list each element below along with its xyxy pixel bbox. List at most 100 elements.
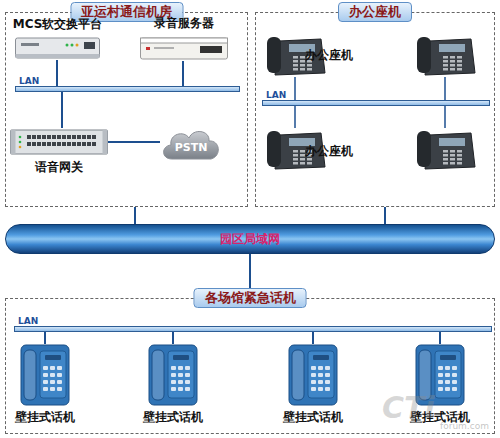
phone-key [443, 56, 448, 59]
svg-rect-part [445, 366, 450, 370]
phone-key [300, 154, 305, 157]
svg-rect-part [146, 47, 150, 50]
svg-rect-part [445, 380, 450, 384]
svg-rect-part [72, 135, 76, 139]
desk-phone [417, 131, 475, 169]
phone-key [307, 158, 312, 161]
svg-rect-part [42, 135, 46, 139]
phone-key [307, 68, 312, 71]
svg-rect-part [50, 387, 55, 391]
phone-body [425, 39, 475, 75]
svg-path-part [164, 132, 219, 159]
svg-rect-part [57, 135, 61, 139]
svg-rect-part [37, 135, 41, 139]
svg-circle-part [66, 44, 69, 47]
svg-rect-part [438, 380, 443, 384]
group-box: 办公座机LAN [255, 12, 495, 207]
svg-rect-part [24, 350, 36, 400]
svg-rect-part [438, 366, 443, 370]
svg-rect-part [27, 142, 31, 146]
network-link [44, 332, 46, 344]
svg-rect-part [92, 135, 96, 139]
svg-rect-part [325, 380, 330, 384]
group-box: 亚运村通信机房MCS软交换平台录音服务器LAN语音网关PSTN [5, 12, 248, 207]
svg-rect-part [173, 355, 189, 360]
svg-rect-part [171, 366, 176, 370]
shape-art [15, 36, 100, 60]
svg-rect-part [16, 54, 100, 58]
svg-circle-part [19, 141, 22, 144]
lan-label: LAN [19, 76, 39, 86]
svg-svg-part [20, 344, 70, 406]
phone-body [425, 133, 475, 169]
phone-key [450, 162, 455, 165]
svg-rect-part [42, 142, 46, 146]
svg-rect-part [311, 380, 316, 384]
svg-rect-part [438, 373, 443, 377]
device-label: 录音服务器 [154, 15, 214, 32]
shape-art [288, 344, 338, 406]
svg-rect-part [77, 135, 81, 139]
svg-rect-part [50, 380, 55, 384]
svg-rect-part [200, 46, 222, 53]
svg-rect-part [185, 373, 190, 377]
svg-rect-part [171, 387, 176, 391]
phone-handset [267, 37, 281, 73]
svg-rect-part [452, 387, 457, 391]
svg-circle-part [76, 44, 79, 47]
campus-network-pipe: 园区局域网 [5, 224, 495, 254]
svg-rect-part [452, 380, 457, 384]
phone-key [300, 68, 305, 71]
svg-rect-part [37, 142, 41, 146]
svg-rect-part [92, 142, 96, 146]
phone-key [307, 162, 312, 165]
phone-key [300, 162, 305, 165]
svg-svg-part [10, 128, 108, 156]
svg-rect-part [72, 142, 76, 146]
svg-rect-part [57, 380, 62, 384]
svg-circle-part [19, 136, 22, 139]
shape-label: 园区局域网 [220, 231, 280, 248]
svg-rect-part [11, 130, 108, 154]
svg-rect-part [141, 38, 228, 59]
phone-key [457, 68, 462, 71]
svg-rect-part [445, 373, 450, 377]
device-box: 录音服务器 [140, 35, 228, 61]
phone-key [300, 150, 305, 153]
svg-rect-part [47, 142, 51, 146]
svg-rect-part [87, 142, 91, 146]
svg-svg-part [148, 344, 198, 406]
phone-key [457, 154, 462, 157]
svg-rect-part [57, 373, 62, 377]
svg-rect-part [67, 135, 71, 139]
lan-bus: LAN [15, 86, 240, 92]
svg-rect-part [313, 355, 329, 360]
phone-key [450, 150, 455, 153]
network-link [56, 60, 58, 86]
phone-key [293, 154, 298, 157]
phone-key [307, 64, 312, 67]
svg-rect-part [178, 387, 183, 391]
phone-key [300, 158, 305, 161]
phone-handset [417, 37, 431, 73]
svg-rect-part [47, 135, 51, 139]
svg-rect-part [154, 47, 174, 49]
svg-rect-part [325, 387, 330, 391]
svg-rect-part [57, 366, 62, 370]
phone-key [443, 150, 448, 153]
phone-key [450, 64, 455, 67]
svg-rect-part [43, 366, 48, 370]
svg-rect-part [141, 38, 228, 43]
lan-label: LAN [266, 90, 286, 100]
phone-key [443, 68, 448, 71]
svg-rect-part [62, 142, 66, 146]
svg-rect-part [52, 135, 56, 139]
phone-key [293, 158, 298, 161]
phone-screen [439, 138, 465, 146]
svg-rect-part [67, 142, 71, 146]
svg-rect-part [185, 387, 190, 391]
phone-key [450, 56, 455, 59]
svg-rect-part [62, 135, 66, 139]
network-link [108, 141, 160, 143]
svg-rect-part [171, 373, 176, 377]
